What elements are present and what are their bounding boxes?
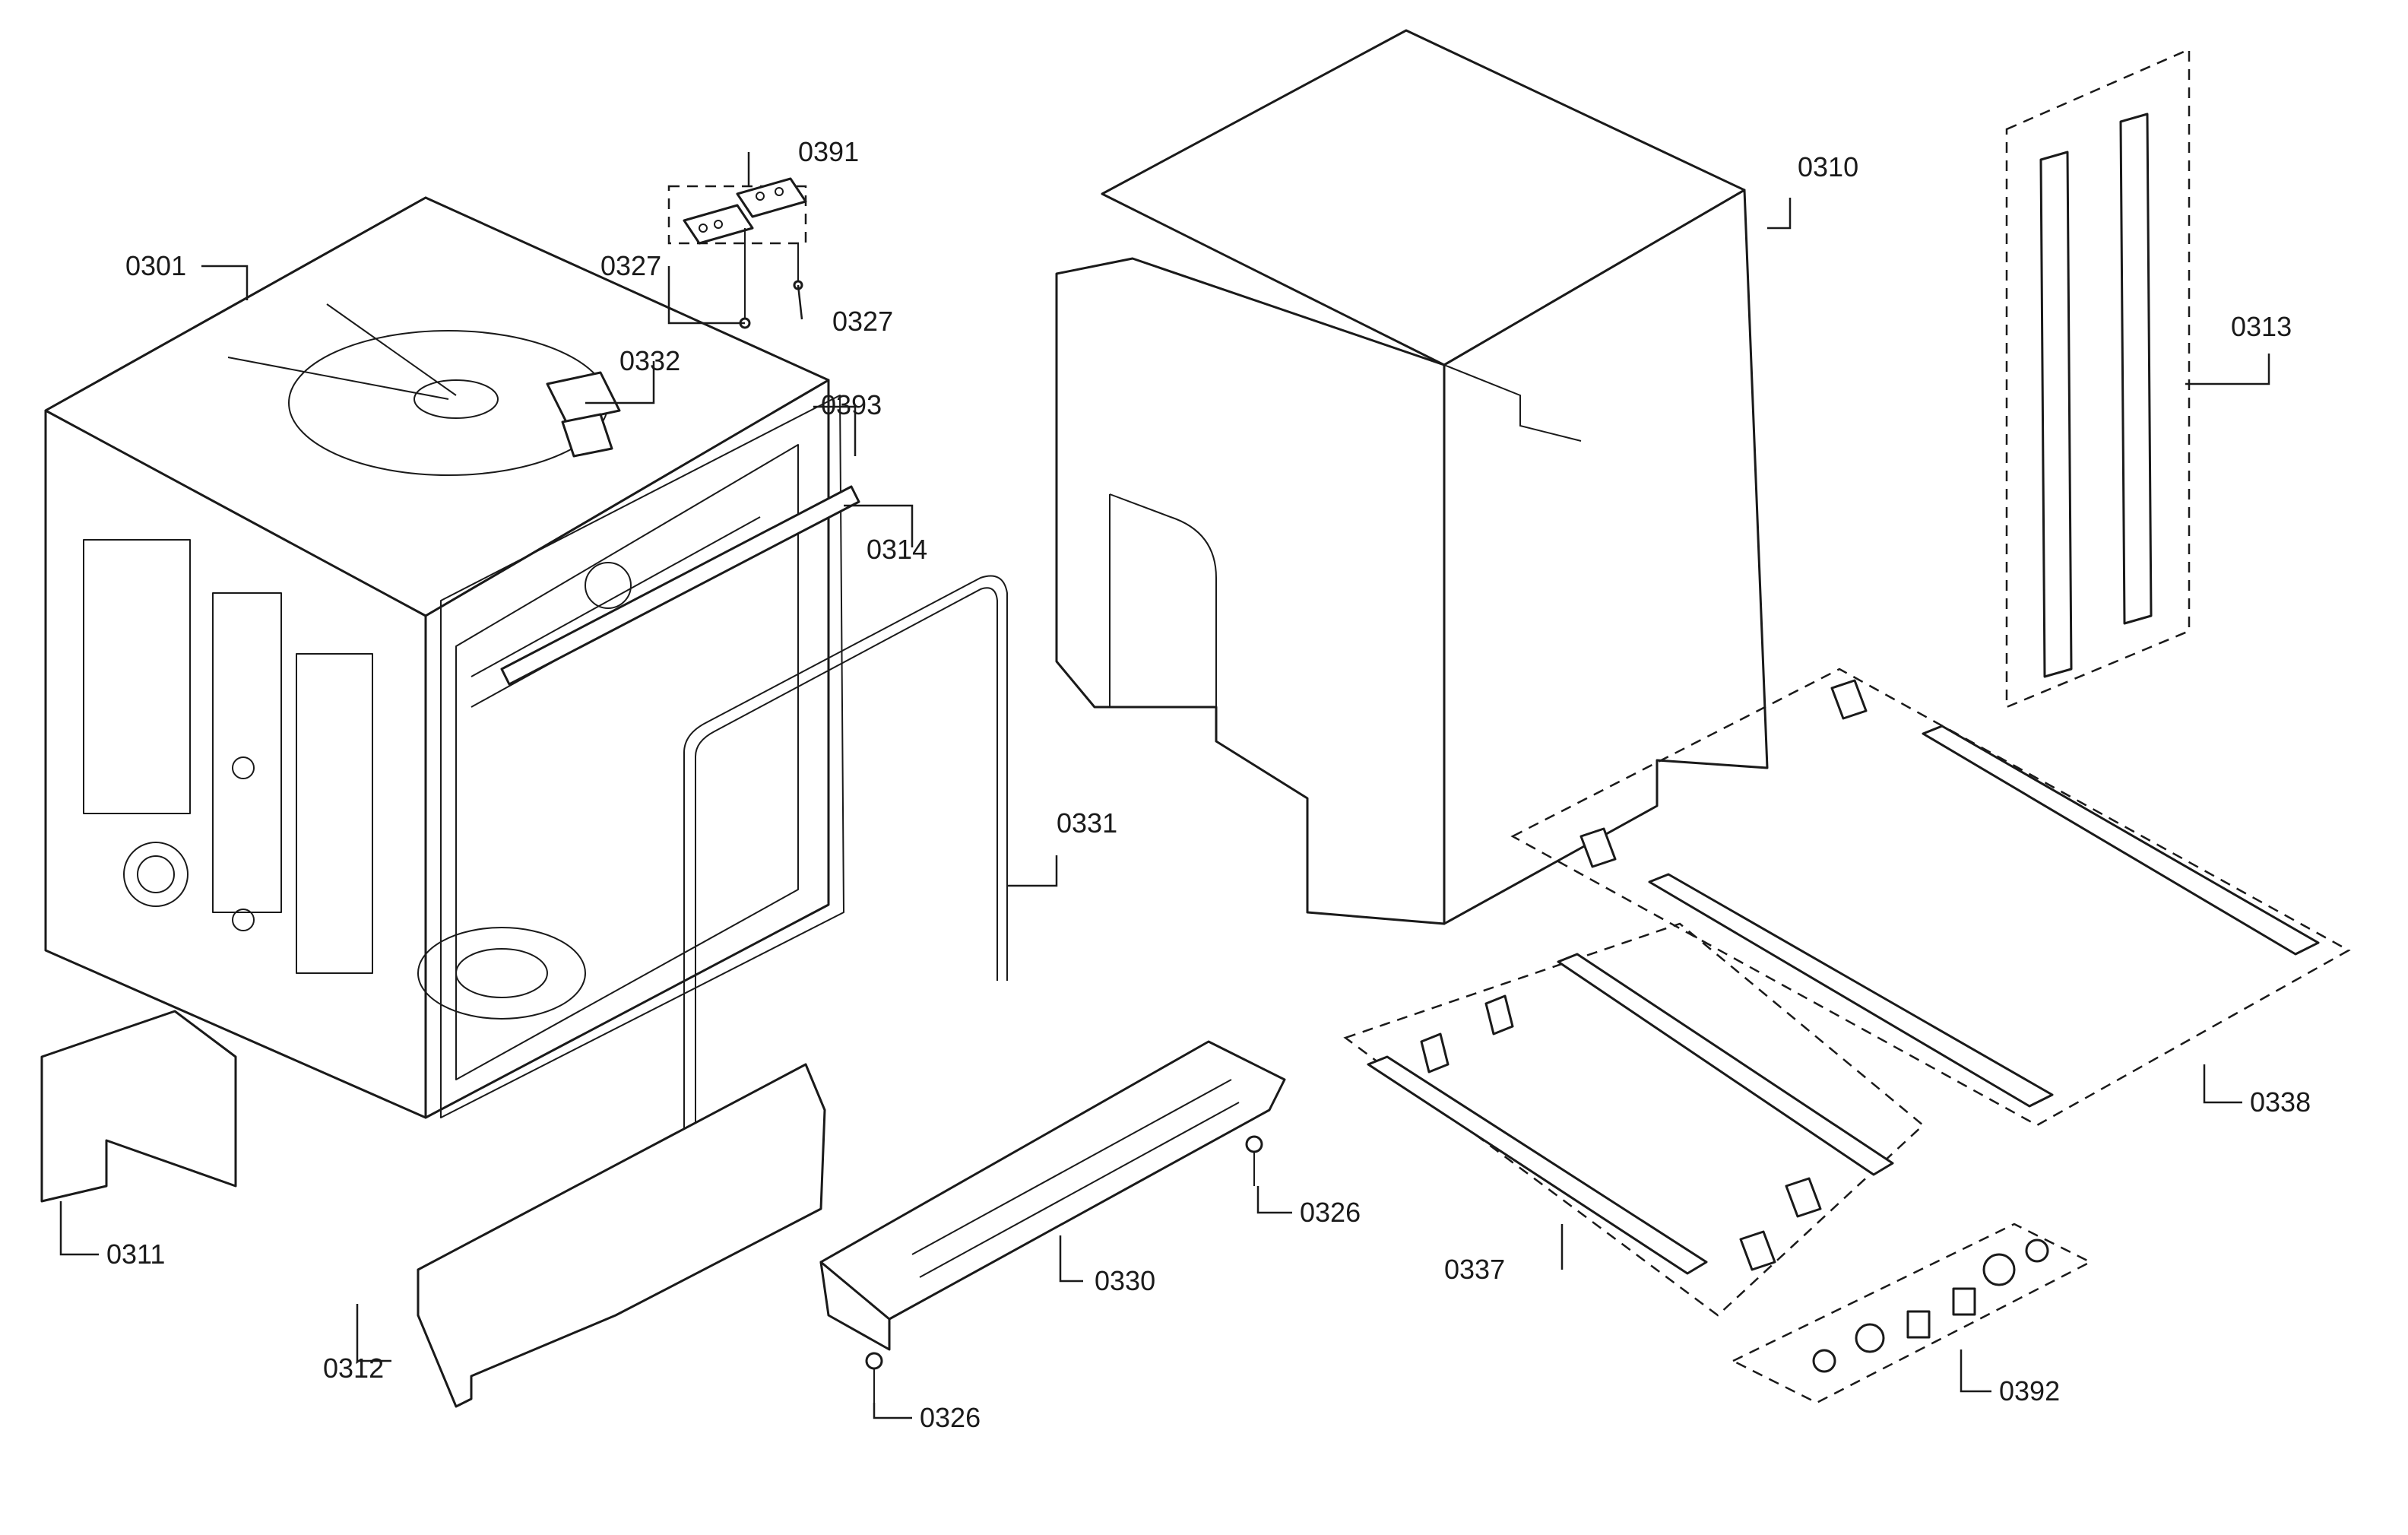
small-parts-group — [1731, 1223, 2093, 1404]
door-gasket-frame — [440, 395, 844, 1118]
base-tray — [819, 1040, 1286, 1351]
rail-group-lower — [1343, 922, 1925, 1317]
label-0393: 0393 — [821, 389, 882, 420]
leader-lines — [59, 152, 2270, 1419]
label-0330: 0330 — [1095, 1265, 1155, 1296]
label-0313: 0313 — [2231, 311, 2292, 342]
kick-panel-insulation — [417, 1063, 826, 1408]
label-0332: 0332 — [619, 345, 680, 376]
screw-lower — [865, 1352, 883, 1403]
front-insulation-panel — [40, 1010, 237, 1203]
label-0326-lower: 0326 — [920, 1402, 981, 1433]
door-seal — [683, 575, 1008, 1148]
label-0338: 0338 — [2250, 1086, 2311, 1118]
hinge-part — [546, 371, 621, 458]
label-0310: 0310 — [1798, 151, 1858, 182]
label-0314: 0314 — [867, 534, 927, 565]
label-0326-upper: 0326 — [1300, 1197, 1361, 1228]
label-0312: 0312 — [323, 1353, 384, 1384]
label-0391: 0391 — [798, 136, 859, 167]
top-seal-strip — [500, 485, 860, 686]
part-labels: 0301 0391 0327 0327 0332 0393 0314 0310 … — [106, 136, 2311, 1433]
side-trim-group — [2005, 48, 2191, 709]
label-0301: 0301 — [125, 250, 186, 281]
hinge-bracket-group — [667, 177, 807, 329]
screw-upper — [1245, 1135, 1263, 1186]
tub-assembly — [44, 196, 830, 1119]
label-0331: 0331 — [1057, 807, 1117, 839]
label-0311: 0311 — [106, 1238, 165, 1270]
label-0337: 0337 — [1444, 1254, 1505, 1285]
rail-group-upper — [1510, 668, 2351, 1127]
label-0327-left: 0327 — [600, 250, 661, 281]
label-0392: 0392 — [1999, 1375, 2060, 1407]
label-0327-right: 0327 — [832, 306, 893, 337]
insulation-blanket — [1055, 29, 1769, 925]
